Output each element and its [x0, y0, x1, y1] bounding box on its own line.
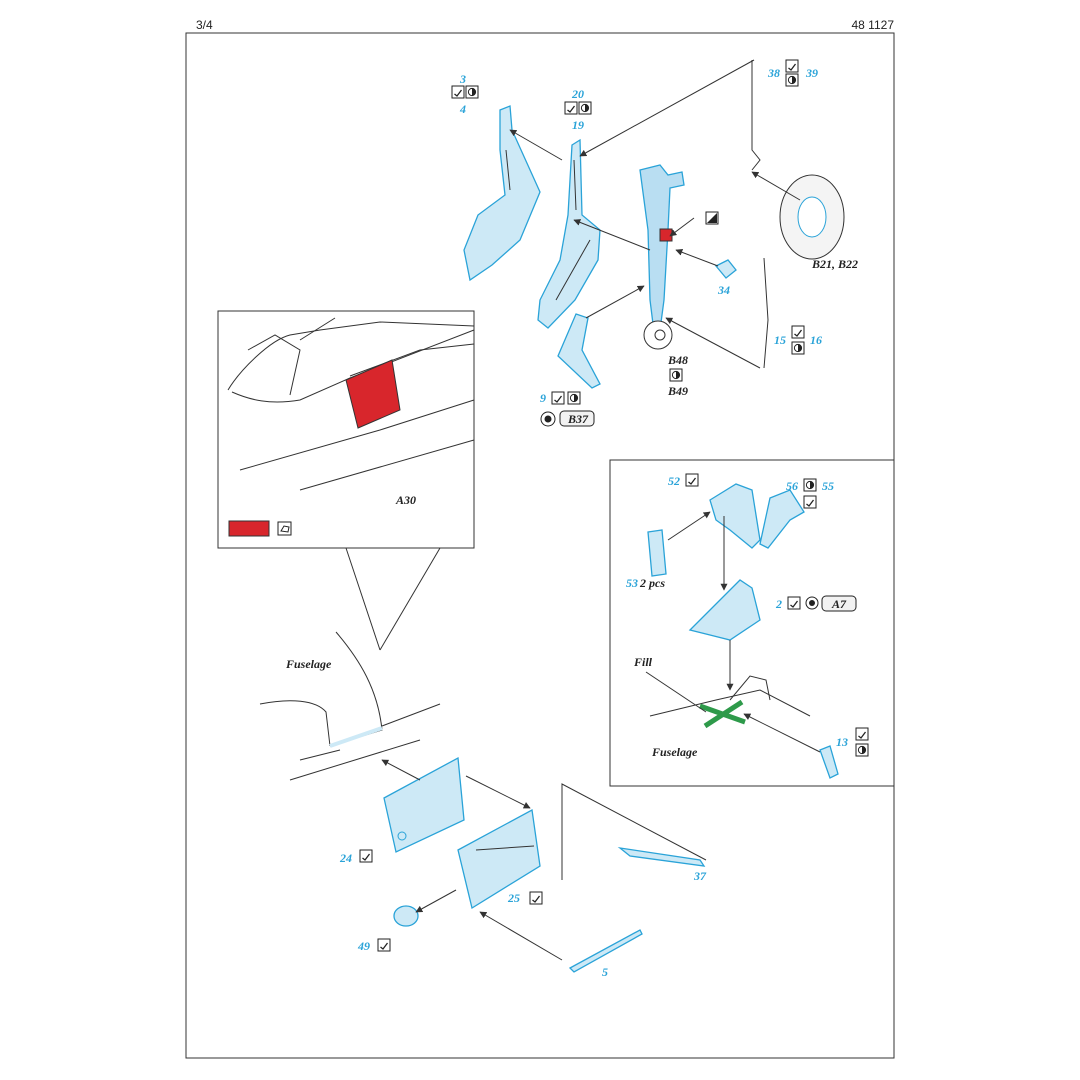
label-a30: A30 [395, 493, 416, 507]
label-fuselage-inset: Fuselage [651, 745, 698, 759]
part-56-55 [759, 489, 805, 549]
label-part-16: 16 [810, 333, 822, 347]
label-part-2: 2 [775, 597, 782, 611]
part-24 [383, 756, 465, 853]
label-a7: A7 [831, 597, 847, 611]
part-5 [568, 929, 643, 973]
red-paint-area [659, 228, 673, 242]
inset-frame [217, 310, 475, 549]
label-fuselage-main: Fuselage [285, 657, 332, 671]
part-9 [557, 313, 601, 389]
part-20-19 [537, 138, 601, 329]
part-53 [647, 529, 667, 577]
label-part-55: 55 [822, 479, 834, 493]
part-49 [393, 905, 419, 927]
label-b21-b22: B21, B22 [811, 257, 858, 271]
landing-gear-assembly: 3 4 20 19 38 39 B21, B22 34 15 16 B48 B4… [451, 59, 858, 427]
label-part-52: 52 [668, 474, 680, 488]
label-part-13: 13 [836, 735, 848, 749]
part-34 [714, 259, 737, 279]
label-part-4: 4 [459, 102, 466, 116]
part-37 [617, 846, 706, 867]
label-part-53: 53 [626, 576, 638, 590]
label-part-56: 56 [786, 479, 798, 493]
label-part-3: 3 [459, 72, 466, 86]
label-part-37: 37 [693, 869, 707, 883]
fill-area [699, 699, 746, 729]
label-part-38: 38 [767, 66, 780, 80]
part-13 [819, 745, 839, 779]
label-part-25: 25 [507, 891, 520, 905]
label-part-9: 9 [540, 391, 546, 405]
part-25 [457, 808, 541, 910]
canopy-inset: A30 [217, 310, 475, 651]
gear-wheel-stub [643, 320, 673, 350]
label-b48: B48 [667, 353, 688, 367]
label-fill: Fill [633, 655, 653, 669]
label-2-pcs: 2 pcs [639, 576, 665, 590]
label-part-24: 24 [339, 851, 352, 865]
part-3-4 [463, 105, 541, 282]
label-part-5: 5 [602, 965, 608, 979]
label-part-15: 15 [774, 333, 786, 347]
seat-inset: 52 56 55 53 2 pcs 2 A7 Fill Fuselage 13 [609, 459, 895, 787]
seat-inset-frame [609, 459, 895, 787]
red-panel [345, 359, 401, 429]
part-38-39 [751, 60, 761, 171]
fuselage-panel-assembly: Fuselage 24 25 37 49 5 [259, 631, 707, 979]
part-52 [709, 483, 761, 549]
page-number: 3/4 [196, 18, 213, 32]
label-part-49: 49 [357, 939, 370, 953]
label-part-34: 34 [717, 283, 730, 297]
part-15-16 [763, 257, 769, 369]
part-2 [688, 579, 761, 641]
label-b37: B37 [567, 412, 589, 426]
label-b49: B49 [667, 384, 688, 398]
label-part-19: 19 [572, 118, 584, 132]
label-part-20: 20 [571, 87, 584, 101]
label-part-39: 39 [805, 66, 818, 80]
paint-legend-swatch [228, 520, 270, 537]
product-code: 48 1127 [851, 18, 895, 32]
